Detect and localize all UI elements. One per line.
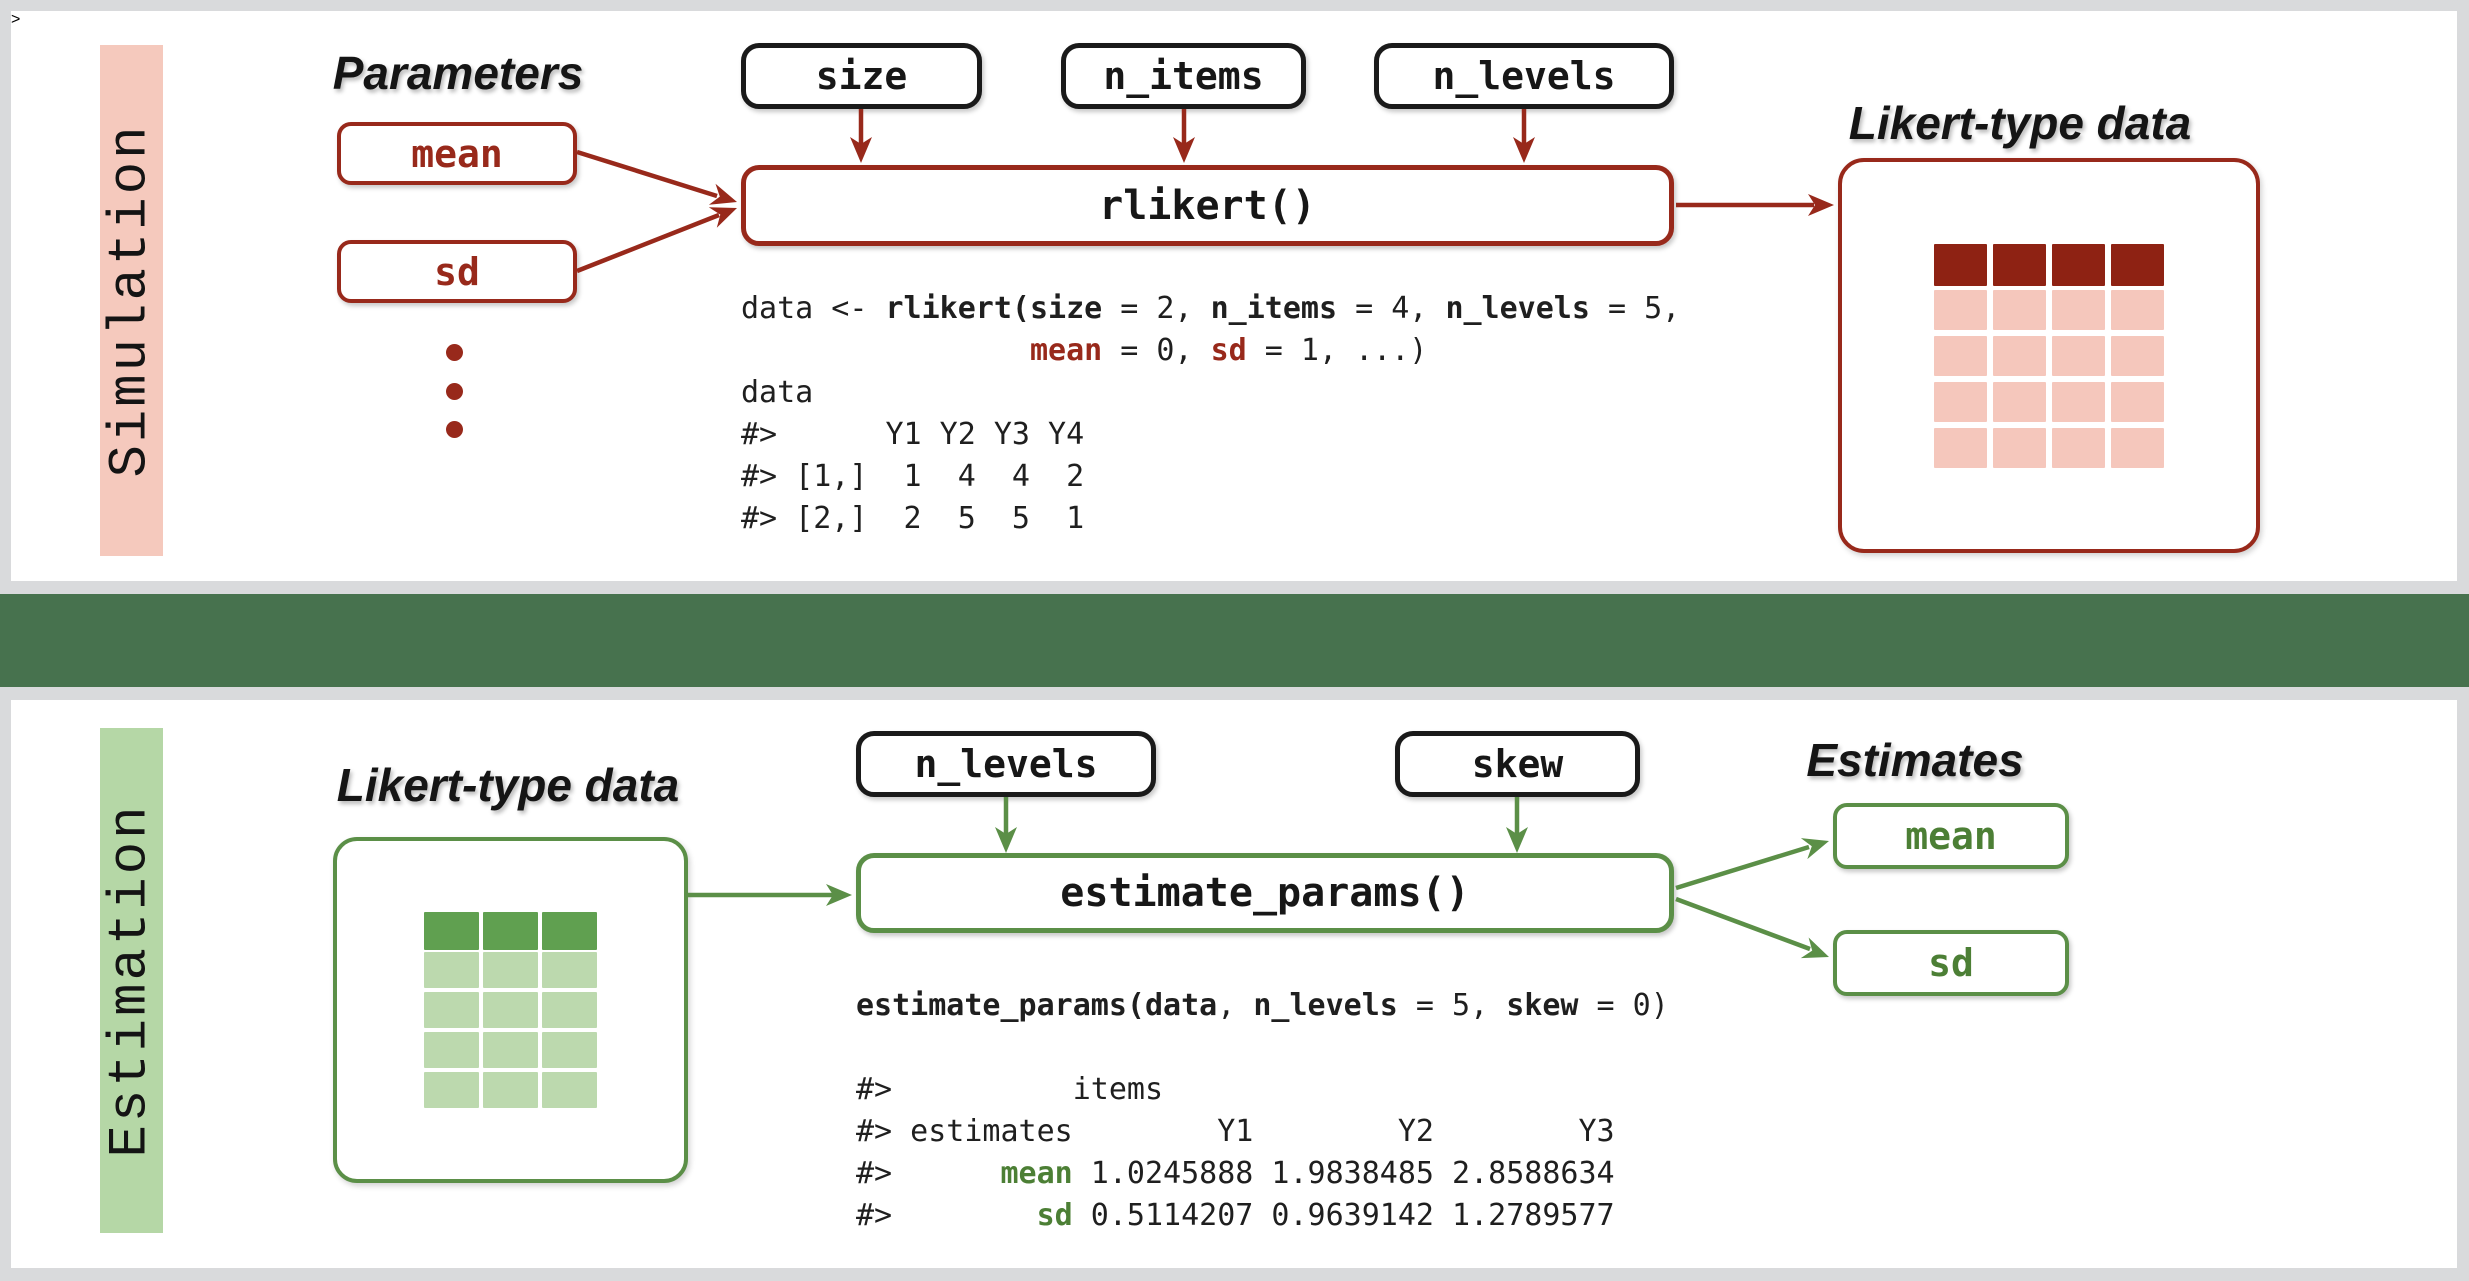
section-divider-band [0,594,2469,687]
ellipsis-dot-2 [446,383,463,400]
table-header-cell [2052,243,2105,286]
code-line [856,1027,1669,1069]
estimate-box-mean: mean [1833,803,2069,869]
table-header-cell [424,912,479,950]
likert-table-red [1934,243,2164,468]
table-cell [542,1032,597,1068]
table-header-cell [542,912,597,950]
likert-table-green [424,912,597,1108]
table-cell [2052,381,2105,422]
table-cell [1993,381,2046,422]
table-cell [2111,427,2164,468]
table-header-cell [483,912,538,950]
rlikert-function-box: rlikert() [741,165,1674,246]
likert-data-heading-top: Likert-type data [1848,97,2192,149]
estimate-params-function-box: estimate_params() [856,853,1674,933]
table-cell [2052,427,2105,468]
table-cell [1934,381,1987,422]
table-cell [542,952,597,988]
table-cell [1993,335,2046,376]
code-line: data [741,375,814,410]
estimation-code-block: estimate_params(data, n_levels = 5, skew… [856,985,1669,1237]
ellipsis-dot-1 [446,344,463,361]
parameters-heading: Parameters [332,47,584,99]
arg-box-size: size [741,43,982,109]
estimates-heading: Estimates [1806,734,2024,786]
code-line: #> items [856,1072,1164,1107]
likert-data-box-red [1838,158,2260,553]
table-cell [424,1072,479,1108]
table-cell [1934,427,1987,468]
table-cell [424,952,479,988]
arg-box-skew: skew [1395,731,1640,797]
table-cell [1934,335,1987,376]
rlikert-function-label: rlikert() [1099,182,1316,229]
estimation-sidebar-label: Estimation [101,803,162,1158]
arg-box-n-levels-2-label: n_levels [914,742,1098,786]
code-line: #> estimates Y1 Y2 Y3 [856,1114,1615,1149]
param-box-sd-label: sd [434,249,480,294]
code-line: #> [2,] 2 5 5 1 [741,501,1085,536]
table-cell [2111,335,2164,376]
arg-box-n-levels-2: n_levels [856,731,1156,797]
table-header-cell [2111,243,2164,286]
param-box-mean: mean [337,122,577,185]
table-cell [542,992,597,1028]
simulation-sidebar: Simulation [100,45,163,556]
table-cell [2111,289,2164,330]
table-cell [483,952,538,988]
arg-box-n-levels-label: n_levels [1432,54,1616,98]
code-line: #> [1,] 1 4 4 2 [741,459,1085,494]
table-header-cell [1934,243,1987,286]
code-line: #> sd 0.5114207 0.9639142 1.2789577 [856,1198,1615,1233]
ellipsis-dot-3 [446,421,463,438]
table-cell [483,992,538,1028]
table-cell [424,1032,479,1068]
arg-box-size-label: size [815,54,908,98]
table-cell [2111,381,2164,422]
table-cell [483,1032,538,1068]
table-cell [1993,427,2046,468]
code-line: mean = 0, sd = 1, ...) [1029,333,1428,368]
estimate-box-mean-label: mean [1905,814,1997,858]
table-header-cell [1993,243,2046,286]
param-box-sd: sd [337,240,577,303]
table-cell [2052,289,2105,330]
arg-box-skew-label: skew [1471,742,1564,786]
table-cell [2052,335,2105,376]
code-line: #> Y1 Y2 Y3 Y4 [741,417,1085,452]
likert-data-box-green [333,837,688,1183]
table-cell [1934,289,1987,330]
likert-data-heading-bottom: Likert-type data [336,759,680,811]
table-cell [483,1072,538,1108]
code-line: data <- rlikert(size = 2, n_items = 4, n… [741,291,1681,326]
code-line: #> mean 1.0245888 1.9838485 2.8588634 [856,1156,1615,1191]
arg-box-n-items-label: n_items [1103,54,1264,98]
simulation-code-block: data <- rlikert(size = 2, n_items = 4, n… [741,288,1680,540]
estimate-box-sd-label: sd [1928,941,1974,985]
param-box-mean-label: mean [411,131,503,176]
simulation-sidebar-label: Simulation [101,123,162,478]
estimate-params-function-label: estimate_params() [1060,870,1470,916]
arg-box-n-levels: n_levels [1374,43,1674,109]
estimate-box-sd: sd [1833,930,2069,996]
table-cell [1993,289,2046,330]
estimation-sidebar: Estimation [100,728,163,1233]
table-cell [542,1072,597,1108]
arg-box-n-items: n_items [1061,43,1306,109]
code-line: estimate_params(data, n_levels = 5, skew… [856,988,1669,1023]
table-cell [424,992,479,1028]
